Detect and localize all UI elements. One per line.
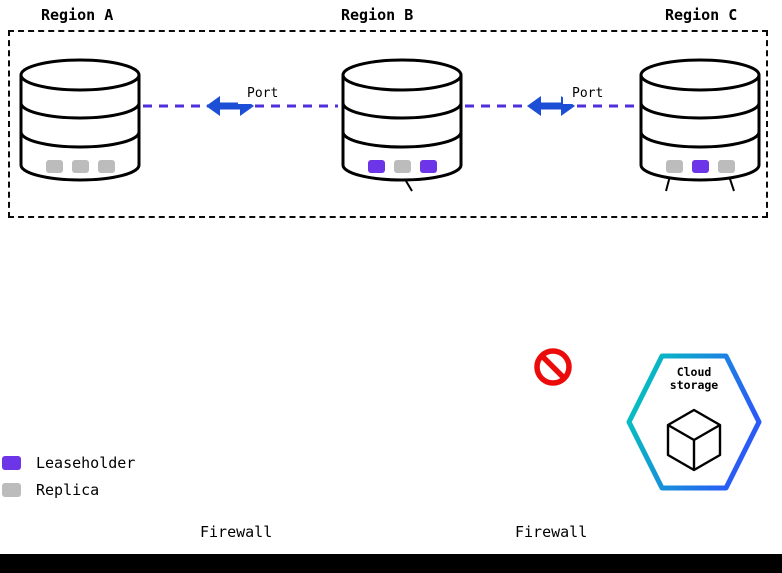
cluster-boundary [8,30,768,218]
database-icon-region-c [639,58,761,182]
port-label-ab: Port [238,84,288,104]
legend-leaseholder-label: Leaseholder [24,452,148,475]
legend-replica-label: Replica [24,479,112,502]
firewall-label-2: Firewall [505,521,598,544]
region-c-label: Region C [654,3,749,27]
range-square [46,160,63,173]
range-square [666,160,683,173]
legend-leaseholder-swatch [2,456,21,470]
region-a-label: Region A [30,3,125,27]
database-icon-region-a [19,58,141,182]
region-b-label: Region B [330,3,425,27]
cloud-storage-hexagon [626,353,762,491]
range-square [368,160,385,173]
bottom-bar [0,554,782,573]
port-label-bc: Port [563,84,613,104]
legend-replica-swatch [2,483,21,497]
range-square [394,160,411,173]
range-square [98,160,115,173]
database-icon-region-b [341,58,463,182]
range-square [692,160,709,173]
range-square [72,160,89,173]
range-square [718,160,735,173]
cloud-storage-label: Cloud storage [669,365,719,392]
cube-icon [666,408,722,472]
blocked-icon [534,348,572,386]
range-square [420,160,437,173]
firewall-label-1: Firewall [190,521,283,544]
